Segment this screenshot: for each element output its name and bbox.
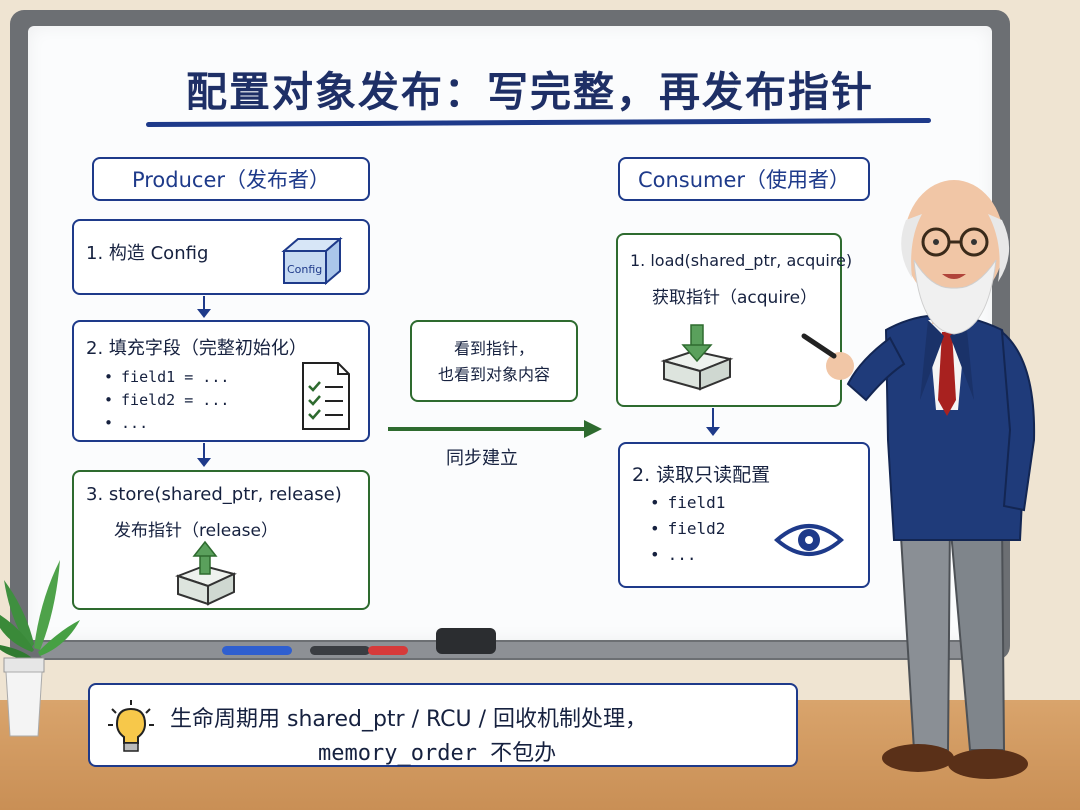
eye-icon <box>774 524 844 556</box>
list-item: field1 = ... <box>104 366 229 389</box>
consumer-header: Consumer（使用者） <box>618 157 870 201</box>
note-line1: 生命周期用 shared_ptr / RCU / 回收机制处理， <box>170 707 648 732</box>
consumer-step2-box: 2. 读取只读配置 field1 field2 ... <box>618 442 870 588</box>
consumer-field-list: field1 field2 ... <box>650 490 726 568</box>
arrow-consumer-step1-to-step2 <box>706 408 720 436</box>
producer-step3-subtitle: 发布指针（release） <box>114 521 278 541</box>
blue-marker <box>222 646 292 655</box>
consumer-step2-title: 2. 读取只读配置 <box>632 464 771 486</box>
sync-line1: 看到指针， <box>453 339 534 358</box>
upload-box-icon <box>175 540 237 606</box>
consumer-step1-box: 1. load(shared_ptr, acquire) 获取指针（acquir… <box>616 233 852 407</box>
arrow-step2-to-step3 <box>197 443 211 467</box>
consumer-step1-subtitle: 获取指针（acquire） <box>652 288 818 308</box>
producer-header: Producer（发布者） <box>92 157 370 201</box>
list-item: ... <box>650 542 725 568</box>
producer-field-list: field1 = ... field2 = ... ... <box>104 366 229 435</box>
sync-line2: 也看到对象内容 <box>437 365 550 384</box>
arrow-step1-to-step2 <box>197 296 211 318</box>
sync-arrow-label: 同步建立 <box>446 448 518 469</box>
list-item: field2 <box>650 516 726 542</box>
note-line2: memory_order 不包办 <box>318 741 557 766</box>
box-icon-label: Config <box>287 263 322 276</box>
red-marker <box>368 646 408 655</box>
producer-step3-title: 3. store(shared_ptr, release) <box>86 484 342 505</box>
producer-step3-box: 3. store(shared_ptr, release) 发布指针（relea… <box>72 470 370 610</box>
producer-step1-box: 1. 构造 Config Config <box>72 219 370 295</box>
producer-step2-box: 2. 填充字段（完整初始化） field1 = ... field2 = ...… <box>72 320 370 442</box>
professor-illustration <box>801 180 1036 779</box>
lightbulb-icon <box>108 700 154 752</box>
download-box-icon <box>660 324 734 391</box>
lifecycle-note: 生命周期用 shared_ptr / RCU / 回收机制处理， memory_… <box>88 683 798 767</box>
page-title: 配置对象发布：写完整，再发布指针 <box>186 68 874 116</box>
producer-step2-title: 2. 填充字段（完整初始化） <box>86 338 307 359</box>
sync-box: 看到指针， 也看到对象内容 <box>410 320 578 402</box>
producer-step1-title: 1. 构造 Config <box>86 243 209 264</box>
black-marker <box>310 646 370 655</box>
sync-arrow <box>388 420 602 438</box>
consumer-step1-title: 1. load(shared_ptr, acquire) <box>630 251 853 270</box>
potted-plant <box>0 560 80 737</box>
checklist-icon <box>302 362 350 430</box>
eraser <box>436 628 496 654</box>
list-item: field2 = ... <box>104 389 229 412</box>
list-item: field1 <box>650 490 726 516</box>
box-icon: Config <box>281 236 343 286</box>
list-item: ... <box>104 412 229 435</box>
